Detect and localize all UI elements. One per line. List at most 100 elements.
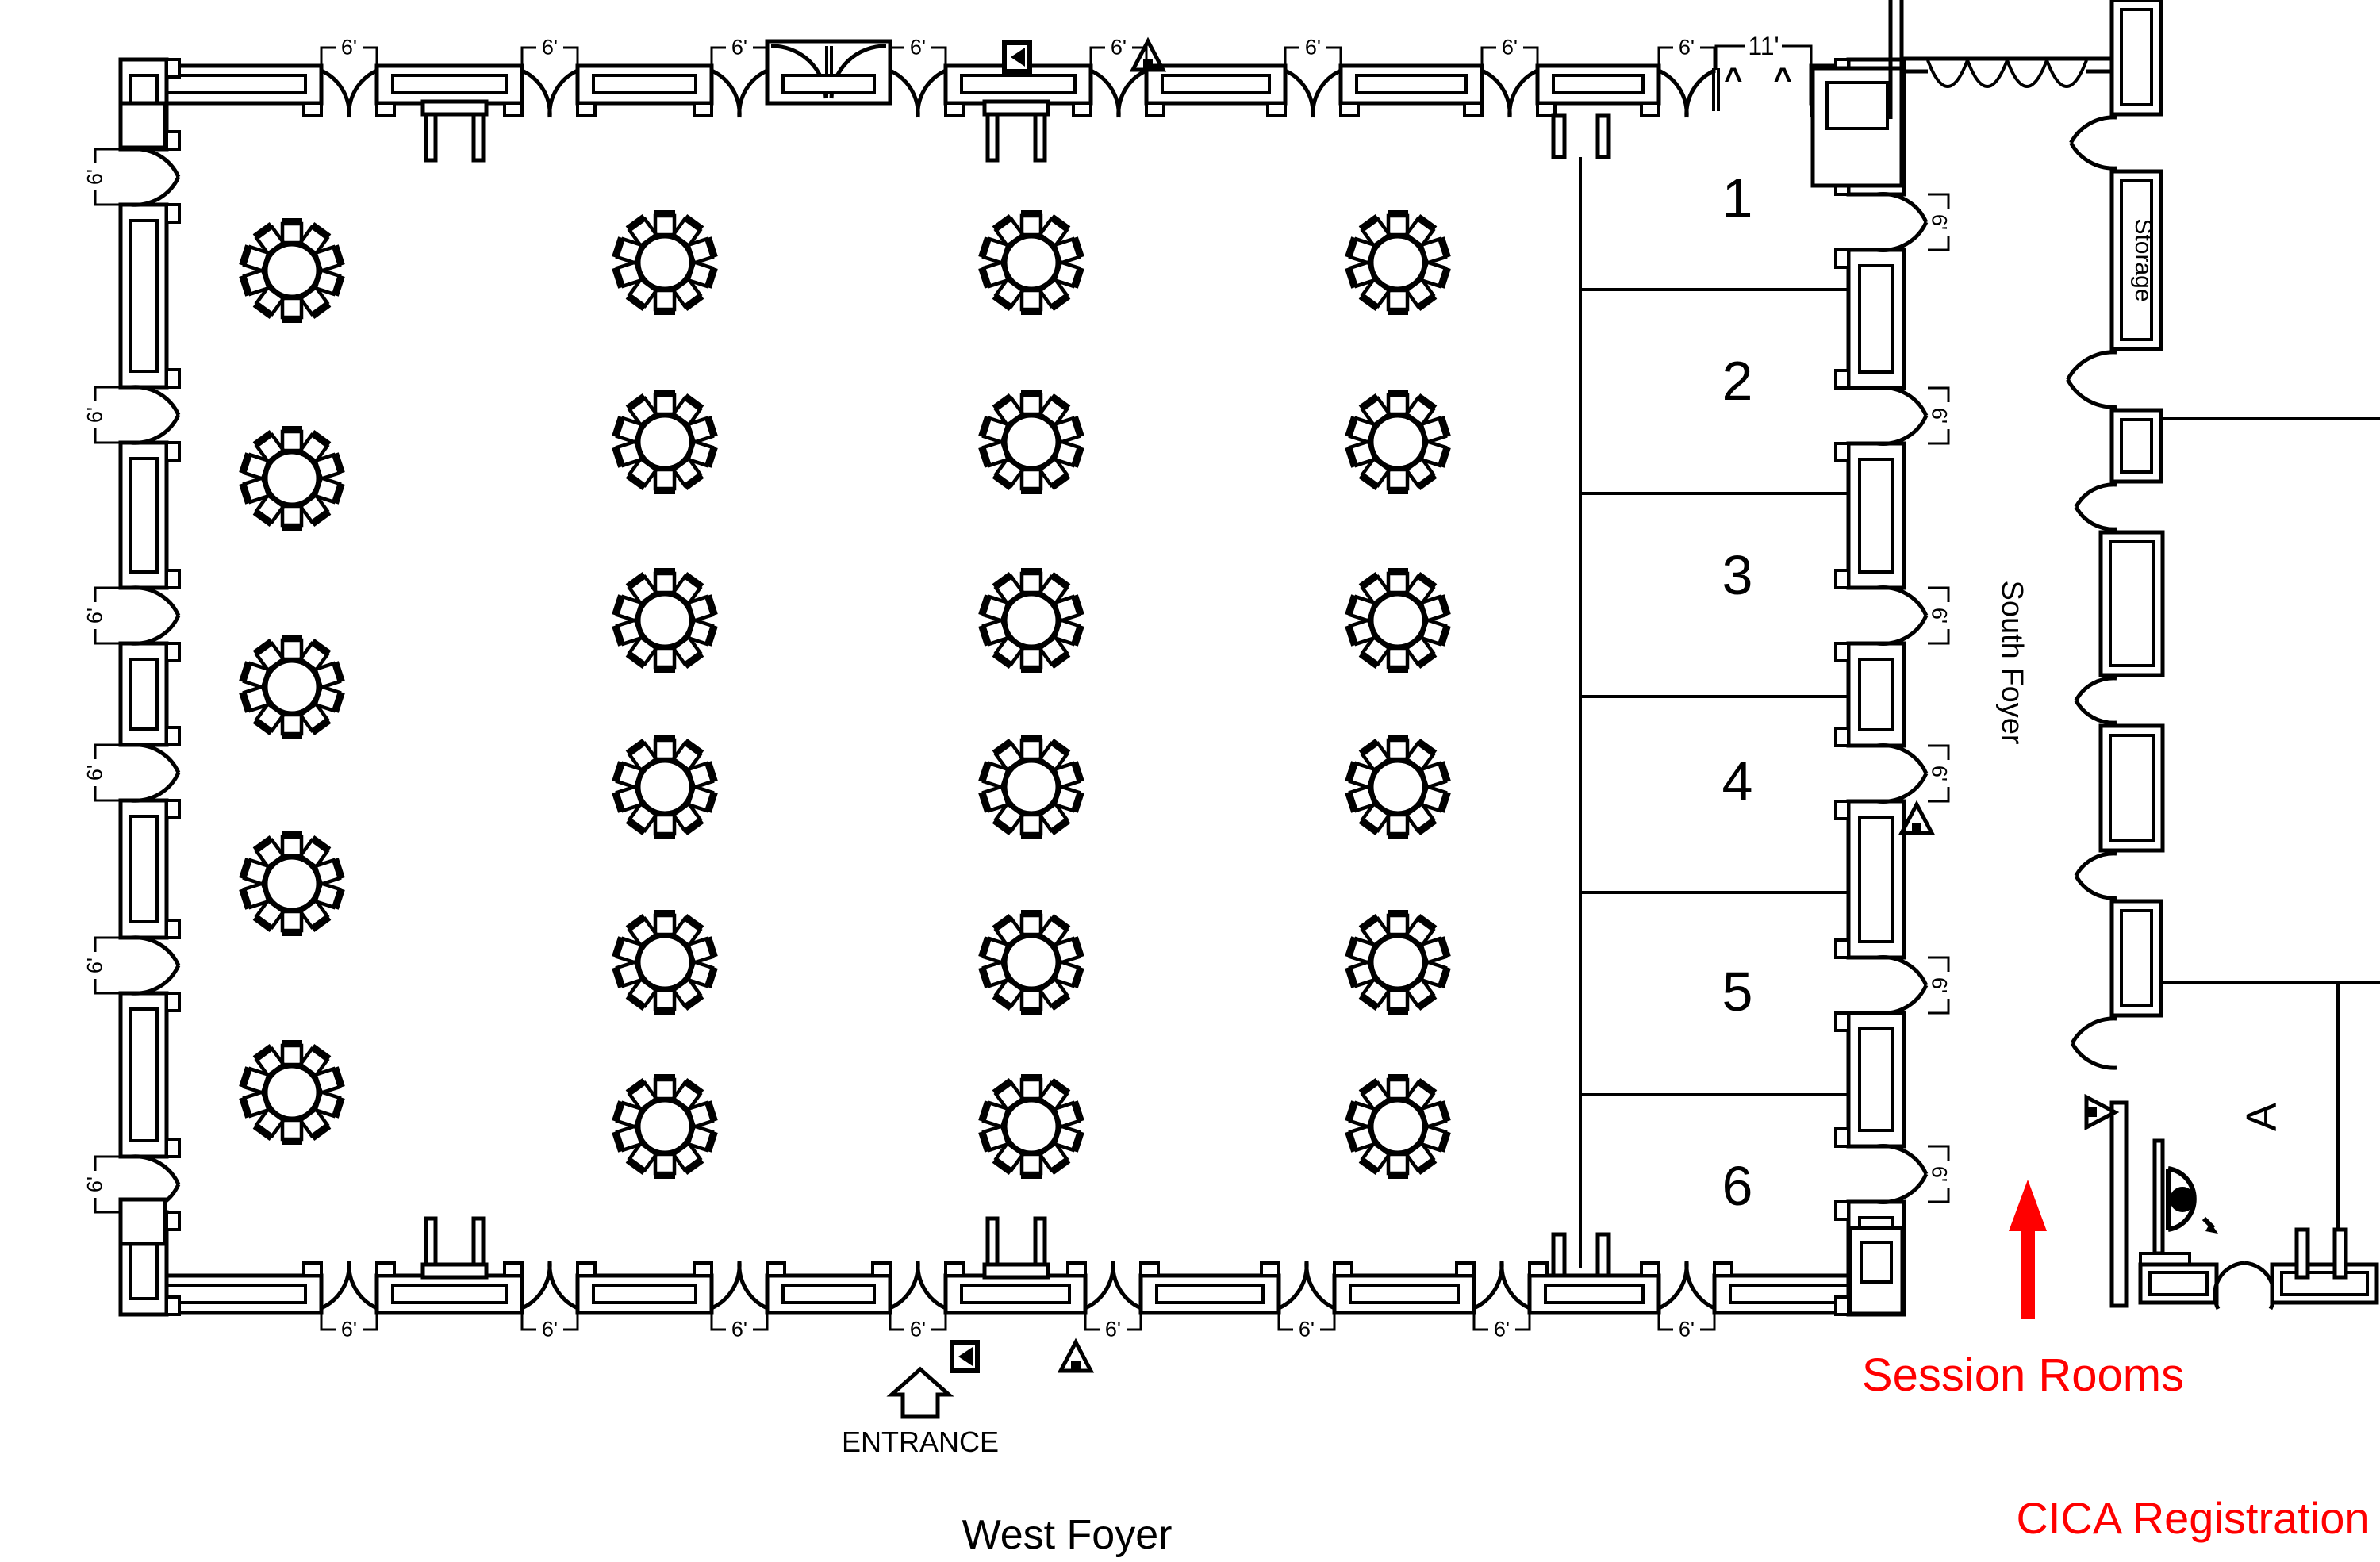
banquet-table bbox=[239, 635, 345, 739]
dimension-tick bbox=[710, 46, 769, 73]
chair-seat bbox=[1019, 646, 1043, 670]
chair-back bbox=[1416, 818, 1438, 836]
chair bbox=[252, 1043, 286, 1078]
chair bbox=[625, 1077, 659, 1112]
door-width-dimension: 6' bbox=[1927, 213, 1952, 231]
chair-back bbox=[1358, 913, 1380, 931]
chair bbox=[978, 936, 1011, 965]
door-width-dimension: 6' bbox=[1304, 35, 1322, 59]
pilaster bbox=[693, 1261, 713, 1277]
chair bbox=[313, 452, 345, 482]
chair-back bbox=[1438, 1100, 1451, 1123]
chair bbox=[1358, 1077, 1392, 1112]
chair-back bbox=[1388, 568, 1408, 574]
chair-seat bbox=[653, 288, 677, 312]
chair bbox=[612, 416, 644, 445]
chair bbox=[298, 1043, 332, 1078]
chair bbox=[992, 277, 1026, 312]
banquet-table bbox=[1345, 910, 1451, 1015]
wall-panel bbox=[2120, 909, 2153, 1007]
chair bbox=[1403, 456, 1438, 491]
pilaster bbox=[1834, 938, 1850, 959]
door-swing-arc bbox=[547, 68, 579, 118]
chair bbox=[670, 213, 704, 248]
chair bbox=[1052, 236, 1084, 266]
door-width-dimension: 6' bbox=[731, 35, 748, 59]
door-swing-arc bbox=[1876, 414, 1929, 446]
chair-seat bbox=[1019, 812, 1043, 836]
table-top bbox=[1369, 758, 1426, 816]
door-swing-arc bbox=[130, 771, 181, 803]
chair-back bbox=[1021, 1008, 1042, 1015]
registration-desk bbox=[2148, 1271, 2209, 1296]
chair bbox=[992, 571, 1026, 606]
door-swing-arc bbox=[130, 147, 181, 178]
chair-back bbox=[252, 1123, 274, 1142]
chair-back bbox=[1416, 213, 1438, 232]
chair bbox=[612, 1100, 644, 1130]
chair bbox=[1345, 784, 1377, 813]
chair bbox=[653, 1074, 677, 1101]
chair-back bbox=[1021, 1172, 1042, 1179]
chair-seat bbox=[1386, 812, 1410, 836]
chair bbox=[612, 617, 644, 647]
opening-jamb bbox=[1712, 68, 1720, 111]
wall-panel bbox=[2120, 179, 2153, 341]
chair bbox=[1418, 617, 1451, 647]
chair-back bbox=[239, 691, 251, 713]
chair-back bbox=[282, 524, 302, 531]
chair-back bbox=[1021, 390, 1042, 396]
chair bbox=[1386, 735, 1410, 762]
chair bbox=[1403, 635, 1438, 670]
chair bbox=[252, 285, 286, 320]
door-swing-arc bbox=[1876, 955, 1929, 987]
pilaster bbox=[165, 441, 181, 462]
chair-back bbox=[705, 624, 718, 647]
chair bbox=[1019, 210, 1043, 237]
door-width-dimension: 6' bbox=[83, 406, 107, 424]
chair-back bbox=[252, 915, 274, 933]
chair bbox=[280, 712, 304, 739]
session-room-partitions bbox=[1579, 157, 1850, 1268]
chair bbox=[1037, 801, 1071, 836]
chair-back bbox=[978, 236, 991, 259]
banquet-table bbox=[978, 390, 1084, 494]
chair-back bbox=[992, 738, 1013, 756]
chair bbox=[239, 267, 271, 297]
wall-panel bbox=[1355, 74, 1468, 94]
banquet-table bbox=[978, 1074, 1084, 1179]
chair-back bbox=[239, 482, 251, 505]
chair-back bbox=[612, 1100, 624, 1123]
chair bbox=[252, 221, 286, 256]
door-swing-arc bbox=[130, 743, 181, 774]
chair bbox=[1358, 738, 1392, 773]
chair-back bbox=[1388, 1074, 1408, 1080]
chair-back bbox=[625, 213, 647, 232]
door-width-dimension: 6' bbox=[83, 1176, 107, 1193]
chair bbox=[313, 661, 345, 690]
pier bbox=[424, 112, 438, 163]
chair-back bbox=[1345, 936, 1357, 958]
chair bbox=[670, 277, 704, 312]
door-swing-arc bbox=[2213, 1261, 2276, 1311]
chair-back bbox=[625, 1157, 647, 1176]
dimension-tick bbox=[1472, 1306, 1531, 1331]
session-room-number: 1 bbox=[1722, 167, 1753, 229]
chair bbox=[670, 801, 704, 836]
chair-seat bbox=[1386, 646, 1410, 670]
chair bbox=[1345, 617, 1377, 647]
door-swing-arc bbox=[2069, 115, 2117, 144]
chair bbox=[1418, 959, 1451, 988]
chair-seat bbox=[280, 1118, 304, 1142]
chair bbox=[978, 594, 1011, 624]
chair bbox=[612, 1123, 644, 1153]
dimension-tick bbox=[94, 936, 119, 995]
chair bbox=[1052, 439, 1084, 468]
chair bbox=[992, 456, 1026, 491]
chair-back bbox=[310, 835, 332, 853]
door-swing-arc bbox=[130, 175, 181, 207]
chair-seat bbox=[1019, 738, 1043, 762]
chair-back bbox=[654, 735, 675, 741]
chair bbox=[1019, 910, 1043, 937]
chair-back bbox=[1072, 446, 1084, 468]
